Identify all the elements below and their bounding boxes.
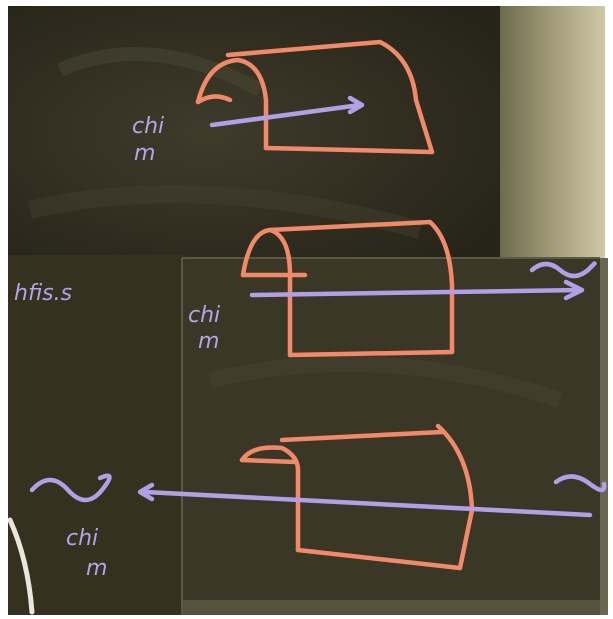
mid-chi-label: chi bbox=[188, 303, 220, 328]
board-right-strip bbox=[500, 6, 605, 261]
board-panel-lower bbox=[182, 258, 600, 603]
bottom-chi-label: chi bbox=[66, 526, 98, 551]
mid-m-label: m bbox=[198, 329, 219, 354]
board-bottom-edge bbox=[182, 600, 600, 615]
top-m-label: m bbox=[134, 141, 155, 166]
right-lower-edge bbox=[600, 258, 608, 615]
left-fragment-text: hfis.s bbox=[14, 281, 72, 306]
bottom-m-label: m bbox=[86, 556, 107, 581]
top-chi-label: chi bbox=[132, 114, 164, 139]
